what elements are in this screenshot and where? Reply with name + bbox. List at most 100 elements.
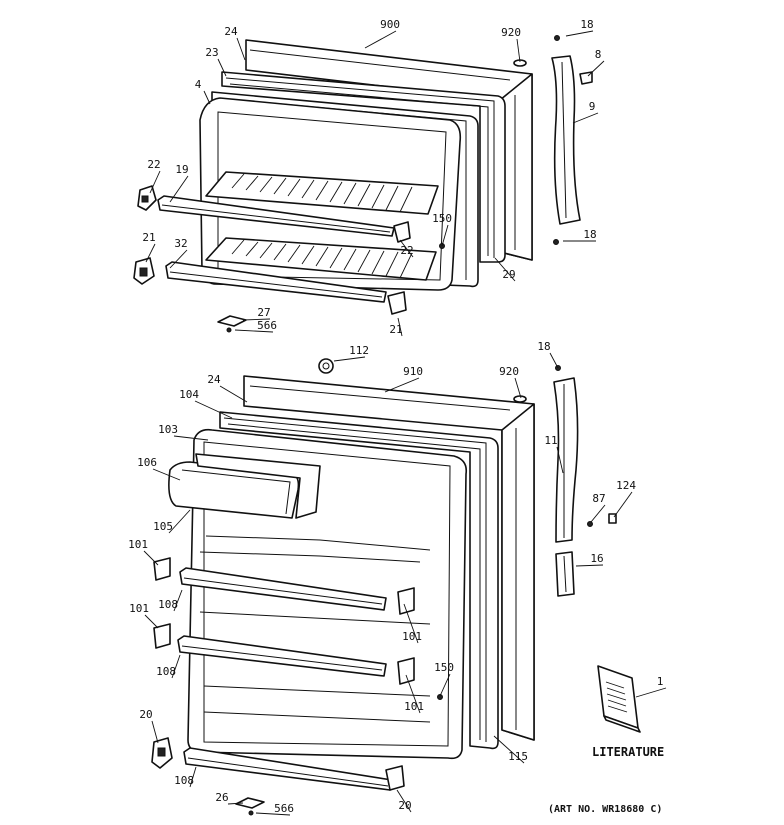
leader-line (171, 654, 181, 679)
shelf-clip-101-b (153, 623, 171, 649)
leader-line (441, 224, 449, 247)
leader-line (514, 377, 522, 399)
screw-icon (554, 35, 560, 41)
callout-number: 566 (257, 319, 277, 332)
callout-c-900: 900 (364, 18, 400, 49)
callout-number: 101 (404, 700, 424, 713)
callout-c-106: 106 (137, 456, 181, 481)
screw-icon (437, 694, 443, 700)
callout-number: 124 (616, 479, 636, 492)
callout-number: 150 (434, 661, 454, 674)
callout-number: 16 (590, 552, 603, 565)
screw-icon (553, 239, 559, 245)
freezer-shelf-bar (157, 195, 395, 237)
callout-c-24-bot: 24 (207, 373, 248, 403)
leader-line (364, 30, 397, 49)
callout-c-101-d: 101 (404, 674, 424, 714)
dairy-door (168, 461, 300, 519)
screw-icon (248, 810, 254, 816)
callout-number: 22 (400, 244, 413, 257)
leader-line (236, 37, 246, 61)
callout-c-22-right: 22 (399, 239, 414, 258)
callout-c-103: 103 (158, 423, 209, 441)
callout-number: 920 (501, 26, 521, 39)
callout-c-16: 16 (575, 552, 604, 567)
leader-line (145, 243, 156, 263)
callout-number: 19 (175, 163, 188, 176)
callout-number: 18 (583, 228, 596, 241)
leader-line (565, 30, 594, 37)
callout-c-920-top: 920 (501, 26, 521, 63)
leader-line (169, 249, 188, 269)
callout-number: 115 (508, 750, 528, 763)
callout-c-101-a: 101 (128, 538, 159, 566)
rail-clip-20-right (385, 765, 405, 791)
callout-number: 108 (158, 598, 178, 611)
leader-line (217, 58, 227, 77)
callout-number: 24 (224, 25, 238, 38)
leader-line (439, 673, 451, 697)
callout-number: 1 (657, 675, 664, 688)
callout-number: 18 (580, 18, 593, 31)
fresh-food-door-assembly (151, 358, 617, 816)
shelf-clip-101-a (153, 557, 171, 581)
hinge-plate (217, 315, 247, 327)
callout-number: 29 (502, 268, 515, 281)
callout-c-26: 26 (215, 791, 244, 805)
callout-c-27: 27 (242, 306, 271, 321)
callout-c-19: 19 (169, 163, 189, 203)
shelf-clip-101-c (397, 587, 415, 615)
callout-number: 20 (398, 799, 411, 812)
callout-number: 20 (139, 708, 152, 721)
callout-number: 18 (537, 340, 550, 353)
screw-icon (226, 327, 232, 333)
callout-c-1: 1 (635, 675, 667, 698)
callout-number: 21 (142, 231, 155, 244)
leader-line (405, 674, 421, 714)
leader-line (549, 352, 559, 369)
callout-c-20-left: 20 (139, 708, 159, 744)
callout-c-21-right: 21 (389, 317, 403, 337)
callout-c-124: 124 (613, 479, 636, 518)
leader-line (234, 329, 274, 333)
door-shelf-bar-2 (177, 635, 387, 677)
shelf-clip-right (393, 221, 411, 243)
callout-c-101-c: 101 (402, 603, 422, 644)
callout-number: 108 (174, 774, 194, 787)
callout-number: 22 (147, 158, 160, 171)
callout-number: 24 (207, 373, 221, 386)
leader-line (189, 766, 197, 788)
leader-line (168, 509, 191, 534)
callout-c-18-top: 18 (565, 18, 594, 37)
callout-c-108-b: 108 (156, 654, 181, 679)
freezer-handle (551, 55, 581, 225)
art-number: (ART NO. WR18680 C) (548, 804, 662, 815)
leader-line (151, 720, 159, 744)
freezer-door-assembly (133, 35, 593, 333)
callout-number: 27 (257, 306, 270, 319)
callout-number: 920 (499, 365, 519, 378)
callout-number: 26 (215, 791, 228, 804)
callout-number: 105 (153, 520, 173, 533)
literature-booklet (597, 665, 641, 733)
leader-line (403, 603, 419, 644)
leader-line (396, 789, 412, 813)
callout-number: 32 (174, 237, 187, 250)
callout-number: 103 (158, 423, 178, 436)
leader-line (219, 385, 248, 403)
callout-number: 4 (195, 78, 202, 91)
leader-line (149, 170, 161, 194)
plug-icon (513, 395, 527, 403)
leader-line (152, 468, 181, 481)
callout-c-115: 115 (493, 735, 528, 764)
leader-line (255, 812, 291, 816)
callout-number: 101 (129, 602, 149, 615)
leader-line (635, 687, 667, 698)
leader-line (227, 802, 244, 805)
callout-c-150-bot: 150 (434, 661, 454, 697)
leader-line (587, 60, 605, 77)
leader-line (144, 614, 159, 629)
callout-c-20-right: 20 (396, 789, 412, 813)
